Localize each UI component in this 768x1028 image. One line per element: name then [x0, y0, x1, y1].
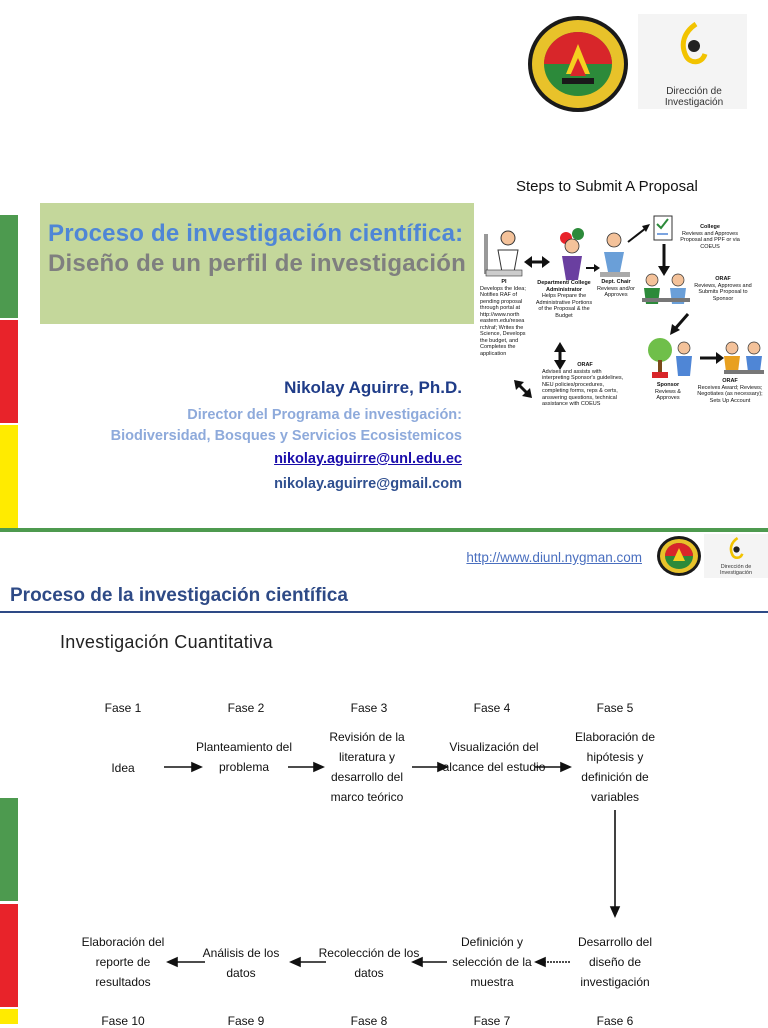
dept-chair-label: Dept. Chair — [601, 279, 631, 285]
section-title-underline — [0, 611, 768, 613]
phase-6-number: Fase 6 — [596, 1014, 634, 1028]
department-admin-figure-icon — [560, 228, 584, 280]
strip-green — [0, 215, 18, 318]
oraf-award-description: Receives Award; Reviews; Negotiates (as … — [697, 384, 763, 404]
college-description: Reviews and Approves Proposal and PPF or… — [680, 230, 740, 250]
author-name: Nikolay Aguirre, Ph.D. — [284, 378, 462, 397]
arrow-down-5-6 — [609, 810, 621, 918]
strip-yellow-2 — [0, 1009, 18, 1024]
presentation-title-box: Proceso de investigación científica: Dis… — [40, 203, 474, 324]
small-logo-mark-icon — [729, 537, 744, 560]
slide-divider — [0, 528, 768, 532]
oraf-team-figure-icon — [642, 273, 690, 304]
phase-8-label: Recolección de los datos — [318, 946, 420, 980]
section-title: Proceso de la investigación científica — [10, 585, 348, 606]
oraf-advise-label: ORAF — [577, 362, 593, 368]
proposal-steps-diagram: Steps to Submit A Proposal — [478, 172, 768, 430]
phase-3-label: Revisión de la literatura y desarrollo d… — [329, 730, 405, 804]
small-direccion-logo: Dirección de Investigación — [704, 534, 768, 578]
strip-yellow — [0, 425, 18, 528]
author-role-line2: Biodiversidad, Bosques y Servicios Ecosi… — [110, 428, 462, 444]
phase-2-label: Planteamiento del problema — [195, 740, 293, 774]
phase-1-number: Fase 1 — [104, 701, 142, 715]
subtitle: Investigación Cuantitativa — [60, 632, 273, 652]
website-link[interactable]: http://www.diunl.nygman.com — [466, 550, 642, 565]
small-seal-logo — [656, 535, 702, 577]
pi-description: Develops the Idea; Notifies RAF of pendi… — [480, 285, 526, 357]
dept-admin-label: Department/ College Administrator — [537, 280, 591, 293]
phase-1-label: Idea — [111, 761, 135, 775]
phase-3-number: Fase 3 — [350, 701, 388, 715]
small-direccion-logo-text: Dirección de Investigación — [719, 564, 753, 576]
strip-green-2 — [0, 798, 18, 901]
phase-7-label: Definición y selección de la muestra — [452, 935, 532, 989]
phase-6-label: Desarrollo del diseño de investigación — [577, 935, 653, 989]
college-checklist-icon — [653, 215, 673, 241]
email-link-unl[interactable]: nikolay.aguirre@unl.edu.ec — [274, 451, 462, 467]
phase-5-label: Elaboración de hipótesis y definición de… — [574, 730, 656, 804]
phase-4-label: Visualización del alcance del estudio — [442, 740, 546, 774]
strip-red-2 — [0, 904, 18, 1007]
strip-red — [0, 320, 18, 423]
phase-10-label: Elaboración del reporte de resultados — [81, 935, 165, 989]
university-seal-logo — [526, 14, 630, 114]
logo-mark-icon — [680, 22, 708, 65]
presentation-title: Proceso de investigación científica: Dis… — [48, 219, 468, 279]
pi-figure-icon — [484, 230, 523, 277]
pi-label: PI — [501, 279, 507, 285]
diagram-graphics — [484, 215, 764, 398]
title-part-2: Diseño de un perfil de investigación — [48, 250, 466, 277]
oraf-advise-description: Advises and assists with interpreting Sp… — [542, 368, 624, 408]
sponsor-figure-icon — [648, 338, 692, 378]
phase-2-number: Fase 2 — [227, 701, 265, 715]
phase-8-number: Fase 8 — [350, 1014, 388, 1028]
dept-admin-description: Helps Prepare the Administrative Portion… — [535, 293, 593, 319]
sponsor-description: Reviews & Approves — [655, 388, 681, 402]
phase-5-number: Fase 5 — [596, 701, 634, 715]
title-part-1: Proceso de investigación científica: — [48, 220, 464, 247]
college-label: College — [700, 224, 720, 230]
sponsor-label: Sponsor — [656, 382, 680, 388]
direccion-investigacion-logo: Dirección de Investigación — [638, 14, 747, 109]
email-gmail: nikolay.aguirre@gmail.com — [274, 476, 462, 492]
phase-4-number: Fase 4 — [473, 701, 511, 715]
phase-9-label: Análisis de los datos — [202, 946, 280, 980]
phase-7-number: Fase 7 — [473, 1014, 511, 1028]
award-oraf-figure-icon — [724, 341, 764, 374]
phase-9-number: Fase 9 — [227, 1014, 265, 1028]
oraf-submit-label: ORAF — [715, 276, 731, 282]
diagram-title: Steps to Submit A Proposal — [516, 178, 698, 195]
oraf-award-label: ORAF — [722, 378, 738, 384]
dept-chair-description: Reviews and/or Approves — [597, 285, 635, 299]
phase-10-number: Fase 10 — [101, 1014, 145, 1028]
author-role-line1: Director del Programa de investigación: — [187, 407, 462, 423]
dept-chair-figure-icon — [600, 232, 630, 277]
direccion-logo-text: Dirección de Investigación — [664, 86, 724, 108]
oraf-submit-description: Reviews, Approves and Submits Proposal t… — [694, 282, 752, 302]
